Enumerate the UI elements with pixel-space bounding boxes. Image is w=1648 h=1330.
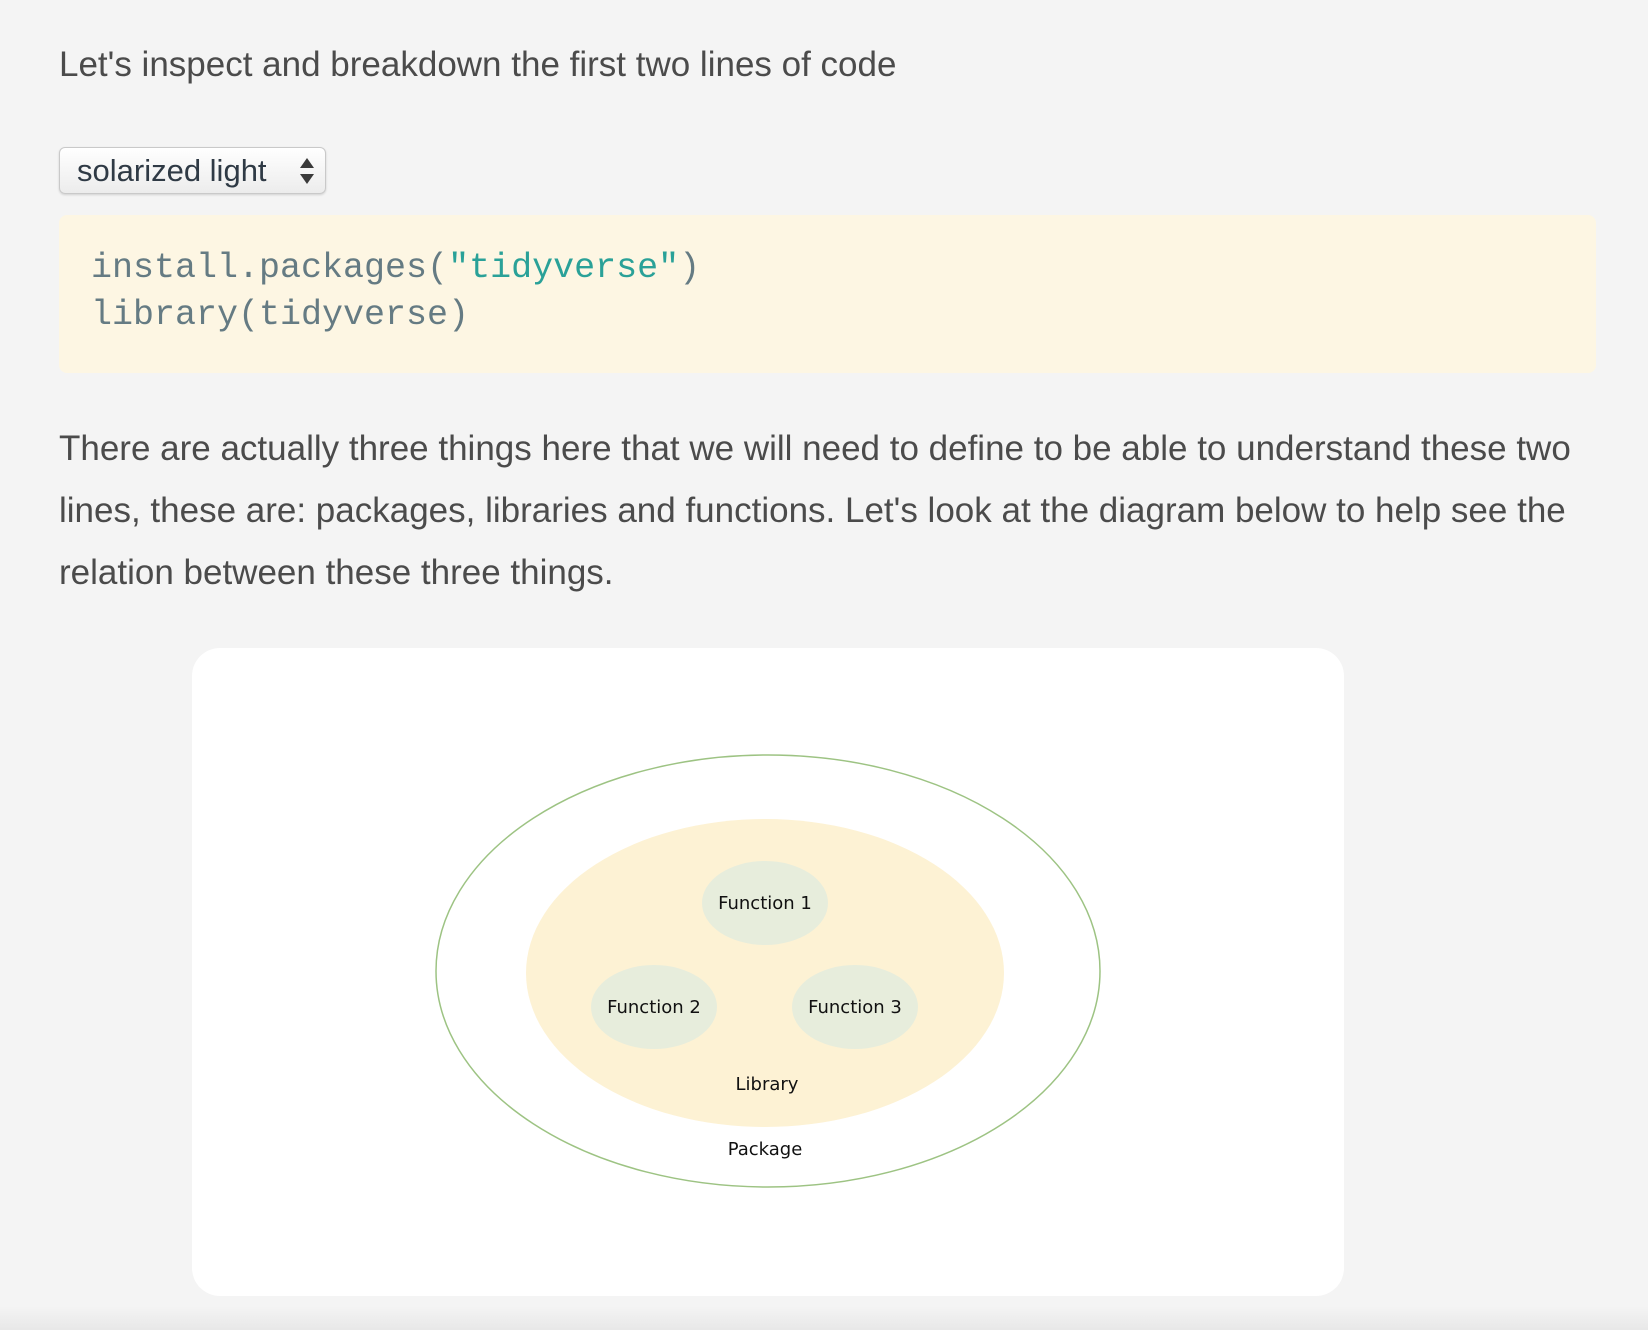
function-3-label: Function 3	[808, 997, 902, 1018]
code-line-library: library(tidyverse)	[91, 295, 470, 335]
code-install-suffix: )	[679, 248, 701, 288]
code-string-literal: "tidyverse"	[448, 248, 680, 288]
function-3-ellipse	[792, 965, 918, 1049]
library-ellipse	[526, 819, 1004, 1127]
code-line-install: install.packages("tidyverse")	[91, 245, 1596, 292]
library-label: Library	[736, 1074, 799, 1095]
package-library-diagram: Function 1 Function 2 Function 3 Library…	[435, 754, 1101, 1188]
function-1-label: Function 1	[718, 893, 812, 914]
function-2-label: Function 2	[607, 997, 701, 1018]
explanation-paragraph: There are actually three things here tha…	[59, 429, 1571, 592]
theme-select[interactable]: solarized light	[59, 147, 326, 194]
select-arrows-icon	[299, 158, 314, 184]
code-block[interactable]: install.packages("tidyverse") library(ti…	[59, 215, 1596, 373]
code-install-prefix: install.packages(	[91, 248, 449, 288]
theme-select-value: solarized light	[77, 152, 267, 188]
intro-text: Let's inspect and breakdown the first tw…	[59, 45, 897, 84]
bottom-shadow	[0, 1306, 1648, 1330]
diagram-card: Function 1 Function 2 Function 3 Library…	[192, 648, 1344, 1296]
function-2-ellipse	[591, 965, 717, 1049]
package-label: Package	[728, 1139, 803, 1160]
function-1-ellipse	[702, 861, 828, 945]
